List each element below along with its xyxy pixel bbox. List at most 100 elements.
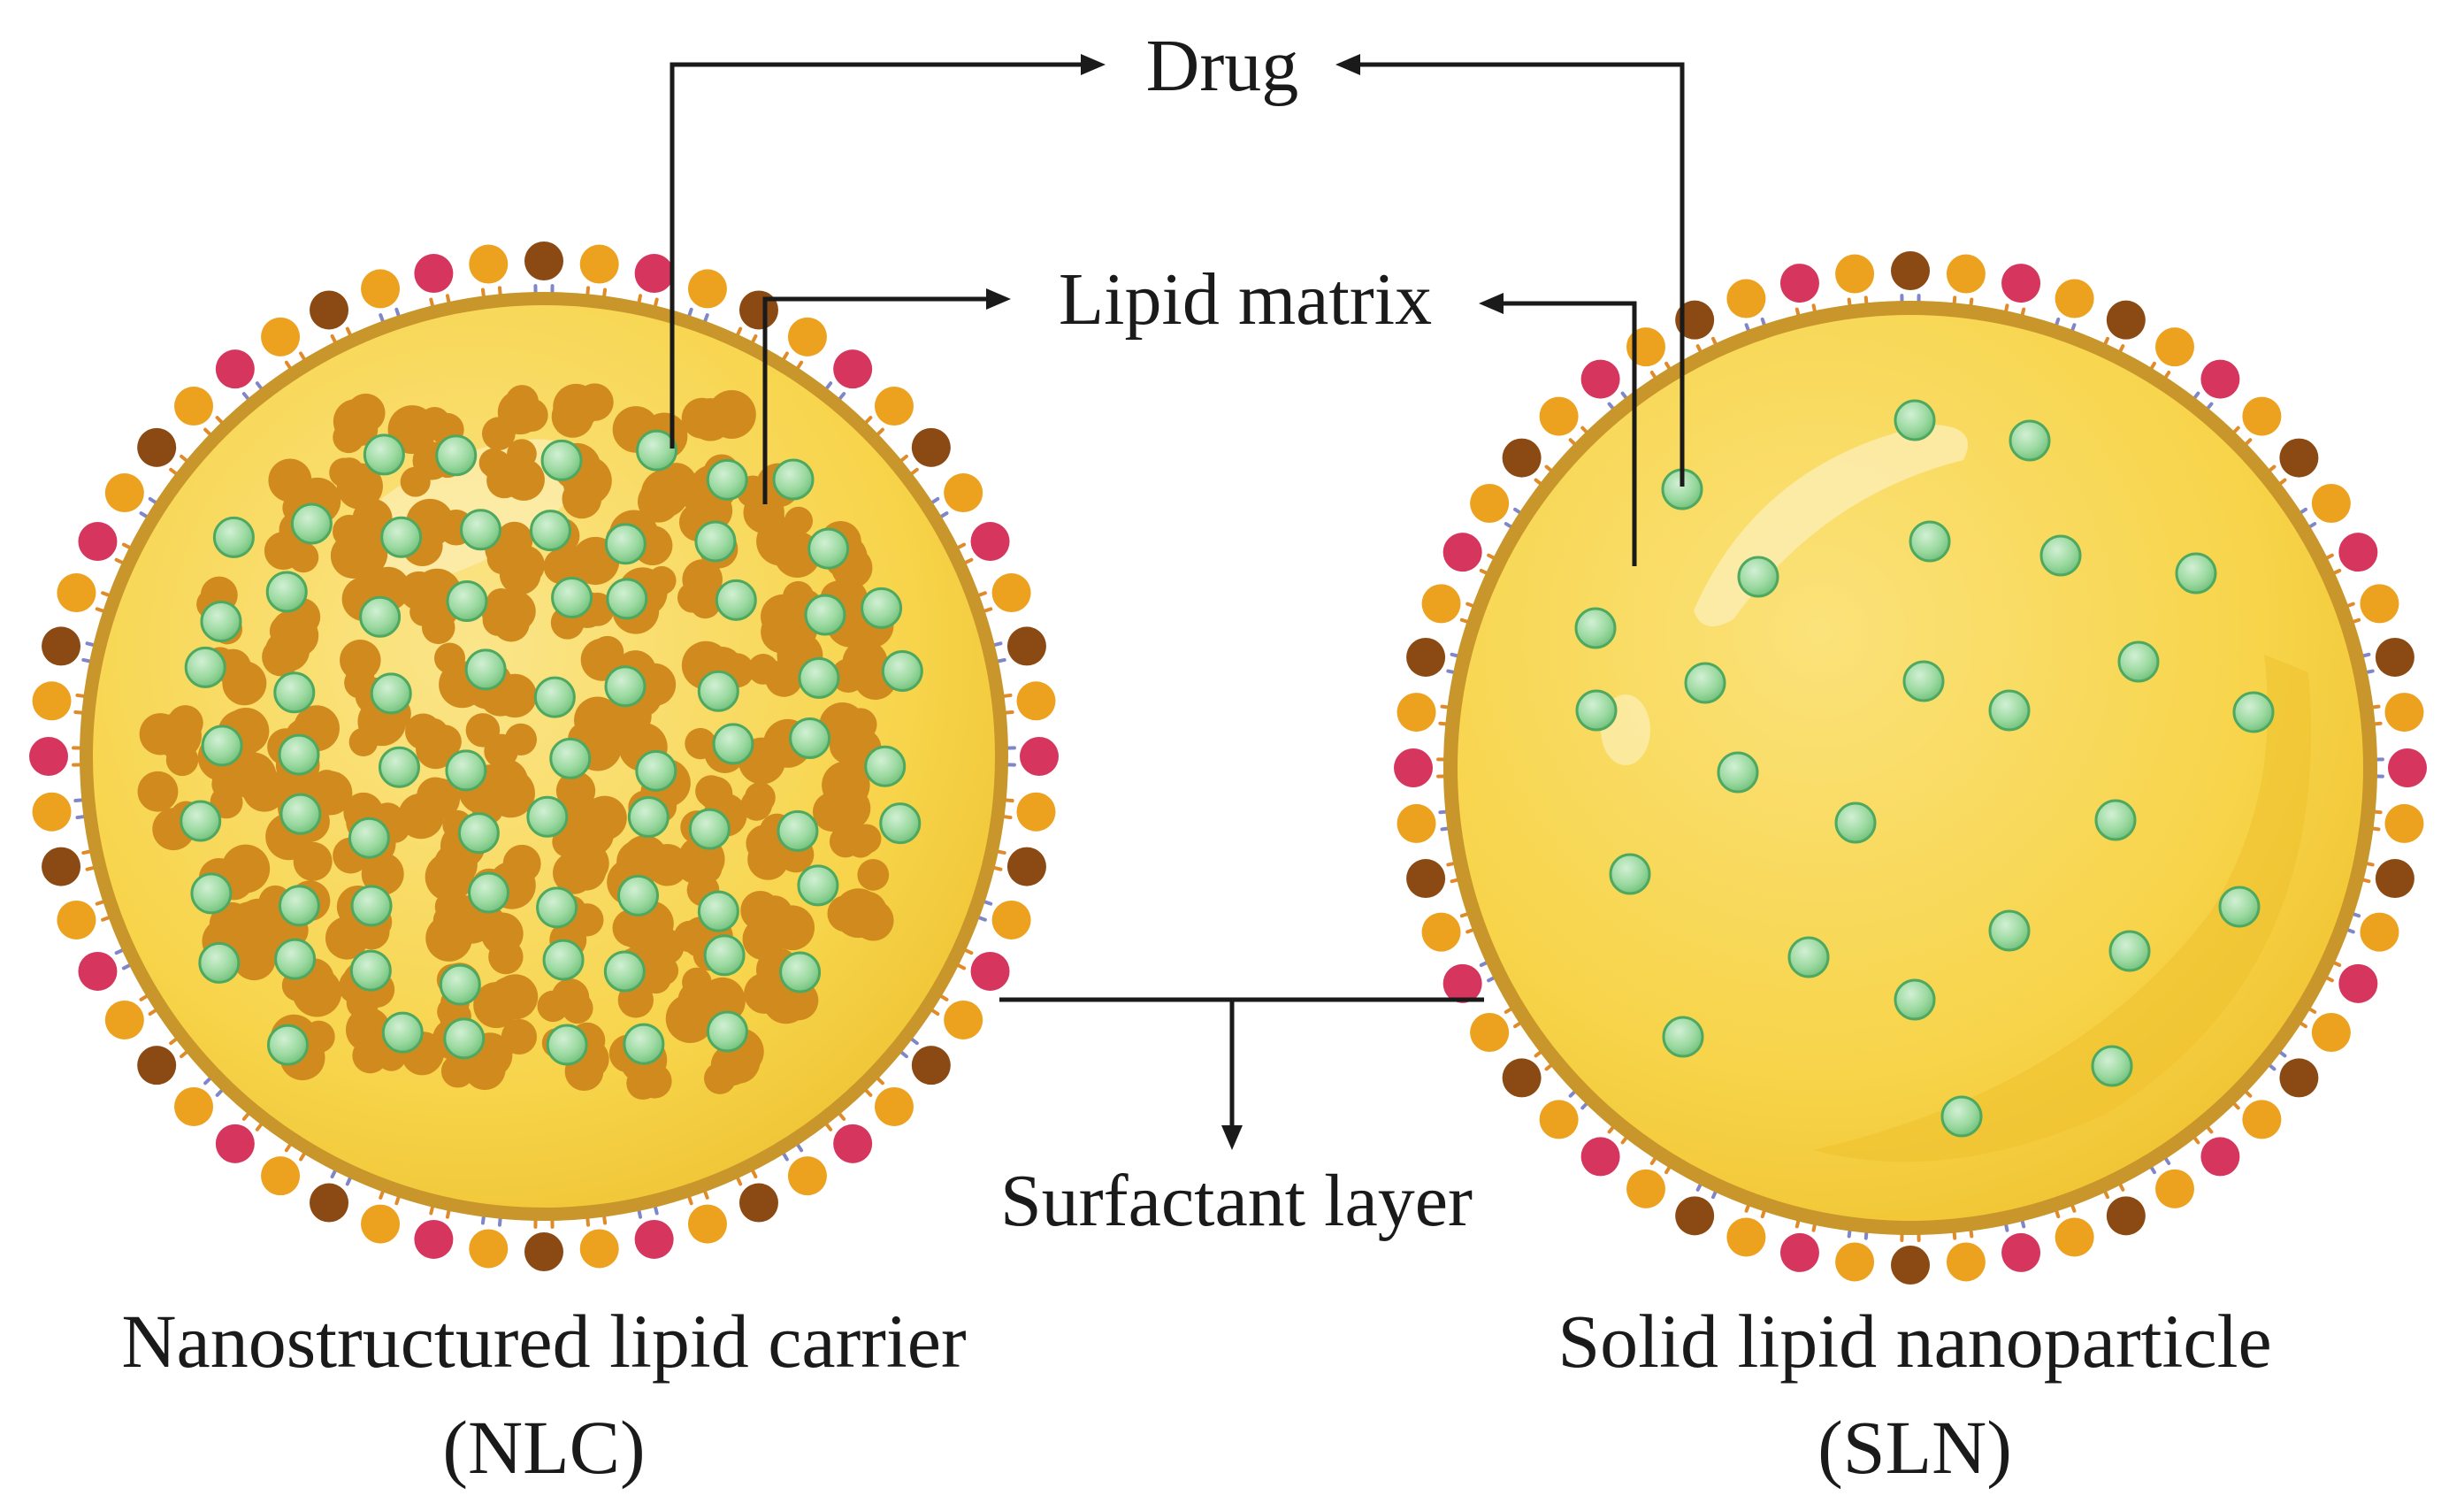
sln-drug-molecule (2094, 799, 2137, 841)
drug-callout-arrows (670, 54, 1685, 487)
sln-drug-molecule (1902, 660, 1945, 702)
lipid-matrix-arrow-nlc (762, 296, 995, 504)
sln-surfactant-head (1397, 693, 1436, 732)
nlc-surfactant-head (634, 1219, 674, 1259)
sln-surfactant-head (1580, 359, 1620, 399)
sln-surfactant-head (1946, 254, 1986, 294)
sln-drug-molecule (1609, 853, 1651, 895)
drug-arrow-nlc (670, 62, 1090, 449)
sln-surfactant-head (1470, 483, 1510, 523)
sln-drug-molecule (2117, 640, 2160, 683)
nlc-liquid-lipid-domain (827, 888, 894, 941)
nlc-surfactant-head (579, 244, 619, 284)
nlc-drug-molecule (212, 516, 255, 558)
sln-surfactant-head (2106, 300, 2146, 340)
nlc-drug-molecule (184, 646, 226, 688)
nlc-liquid-lipid-domain (465, 713, 538, 769)
sln-surfactant-head (1394, 748, 1433, 787)
nlc-drug-molecule (617, 874, 660, 917)
nlc-surfactant-head (991, 900, 1031, 940)
sln-surfactant-head (2155, 1169, 2195, 1208)
nlc-drug-molecule (623, 1023, 665, 1065)
nlc-surfactant-head (738, 290, 778, 330)
nlc-surfactant-head (687, 1204, 727, 1244)
sln-drug-molecule (1574, 607, 1617, 649)
nlc-drug-molecule (540, 439, 583, 481)
nlc-drug-molecule (190, 872, 233, 915)
sln-surfactant-head (1442, 533, 1482, 572)
sln-drug-molecules (1574, 399, 2275, 1138)
nlc-drug-molecule (363, 433, 405, 476)
nlc-surfactant-head (137, 427, 177, 467)
nlc-drug-molecule (772, 458, 815, 501)
sln-surfactant-head (1626, 1169, 1665, 1208)
nlc-liquid-lipid-domain (812, 761, 871, 832)
sln-surfactant-head (1946, 1242, 1986, 1282)
nlc-surfactant-head (1020, 737, 1059, 776)
nlc-surfactant-head (944, 1000, 983, 1039)
nlc-drug-molecule (712, 723, 754, 765)
nlc-drug-molecule (542, 939, 585, 981)
sln-drug-molecule (2091, 1045, 2133, 1087)
nlc-drug-molecule (697, 890, 739, 932)
lipid-matrix-arrow-sln (1495, 301, 1637, 566)
nlc-drug-molecule (468, 871, 510, 914)
nlc-drug-molecule (278, 733, 320, 776)
nlc-drug-molecule (435, 434, 478, 477)
sln-surfactant-head (2360, 912, 2399, 952)
nlc-drug-molecules (180, 429, 923, 1066)
sln-surfactant-head (2338, 963, 2378, 1003)
surfactant-arrow-head (1221, 1125, 1243, 1150)
nlc-surfactant-head (787, 1156, 827, 1196)
nlc-liquid-lipid-domain (551, 383, 614, 438)
sln-drug-molecule (1575, 689, 1618, 732)
nlc-surfactant-head (738, 1183, 778, 1223)
nlc-surfactant-head (634, 254, 674, 294)
drug-label: Drug (1146, 25, 1299, 107)
nlc-surfactant-head (414, 1219, 454, 1259)
nlc-surfactant-head (687, 269, 727, 309)
nlc-liquid-lipid-domain (473, 974, 539, 1029)
nlc-drug-molecule (349, 949, 392, 992)
nlc-surfactant-head (970, 522, 1010, 562)
nlc-drug-molecule (697, 670, 739, 712)
sln-drug-molecule (2218, 886, 2261, 928)
nlc-liquid-lipid-domain (330, 498, 393, 579)
sln-surfactant-head (1835, 1242, 1875, 1282)
nlc-surfactant-head (310, 1183, 349, 1223)
sln-surfactant-head (2200, 1137, 2240, 1177)
sln-surfactant-head (1406, 637, 1446, 677)
nlc-surfactant-head (29, 737, 68, 776)
surfactant-callout-arrows (999, 997, 1484, 1150)
sln-surfactant-head (2388, 748, 2427, 787)
sln-surfactant-head (1675, 1196, 1715, 1236)
sln-surfactant-head (1726, 279, 1766, 318)
nlc-drug-molecule (445, 749, 487, 792)
nlc-drug-molecule (635, 429, 677, 472)
nlc-liquid-lipid-domain (470, 905, 524, 975)
nlc-liquid-lipid-domain (405, 713, 462, 770)
nlc-drug-molecule (526, 795, 569, 838)
nlc-liquid-lipid-domain (481, 385, 548, 451)
sln-surfactant-head (2360, 584, 2399, 624)
nlc-drug-molecule (370, 672, 412, 715)
nlc-drug-molecule (529, 510, 571, 552)
nlc-liquid-lipid-domain (552, 813, 614, 894)
nlc-liquid-lipid-domain (740, 890, 815, 961)
sln-surfactant-head (2001, 264, 2041, 303)
nlc-surfactant-head (361, 1204, 401, 1244)
sln-surfactant-head (1891, 1246, 1930, 1285)
sln-surfactant-head (1502, 438, 1542, 478)
nlc-drug-molecule (460, 509, 502, 551)
nlc-drug-molecule (278, 885, 320, 927)
drug-arrow-sln-head (1335, 54, 1360, 75)
nlc-liquid-lipid-domain (677, 559, 723, 619)
sln-surfactant-head (1891, 251, 1930, 290)
sln-surfactant-head (1470, 1013, 1510, 1053)
nlc-drug-molecule (533, 676, 576, 718)
lipid-matrix-callout-arrows (762, 288, 1637, 566)
nlc-surfactant-head (174, 1086, 214, 1126)
sln-surfactant-heads (1394, 251, 2427, 1285)
nlc-surfactant-head (469, 244, 509, 284)
sln-surfactant-head (1442, 963, 1482, 1003)
